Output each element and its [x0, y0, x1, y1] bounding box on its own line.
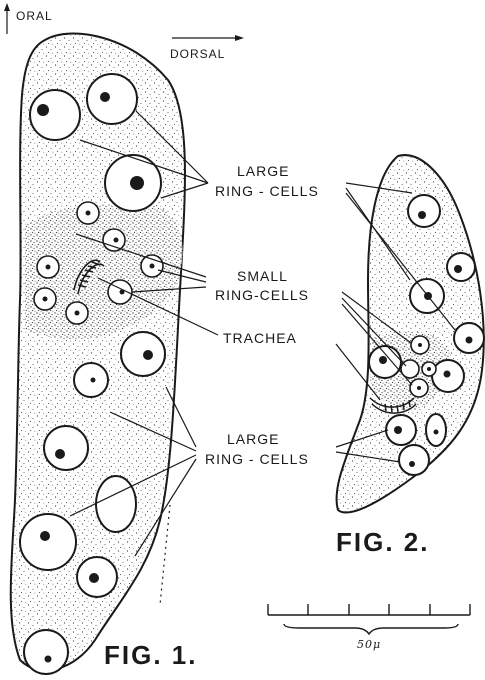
fig1-caption: FIG. 1. — [104, 640, 197, 670]
fig2-large-cell — [410, 279, 444, 313]
large-ring-cells-top-line1: LARGE — [237, 163, 289, 179]
fig1-small-cell — [66, 302, 88, 324]
fig1-small-cell — [141, 255, 163, 277]
oral-label: ORAL — [16, 9, 53, 23]
trachea-label: TRACHEA — [223, 330, 297, 346]
fig1-large-cell — [24, 630, 68, 674]
fig2-large-cell — [399, 445, 429, 475]
large-ring-cells-bottom-line1: LARGE — [227, 431, 279, 447]
fig1-large-cell — [77, 557, 117, 597]
fig1-large-cell — [44, 426, 88, 470]
large-ring-cells-top-line2: RING - CELLS — [215, 183, 319, 199]
fig1-large-cell — [105, 155, 161, 211]
dorsal-arrow — [172, 35, 244, 41]
fig2-large-cell — [426, 414, 446, 446]
fig1-large-cell — [20, 514, 76, 570]
fig2-small-cell — [422, 362, 436, 376]
large-ring-cells-bottom-line2: RING - CELLS — [205, 451, 309, 467]
fig1-small-cell — [37, 256, 59, 278]
fig1-large-cell — [96, 476, 136, 532]
scale-bar — [268, 604, 470, 634]
dorsal-label: DORSAL — [170, 47, 225, 61]
scale-bar-label: 50μ — [357, 638, 381, 651]
fig2-small-cell — [411, 336, 429, 354]
fig2-small-cell — [410, 379, 428, 397]
oral-arrow — [4, 3, 10, 34]
fig1-large-cell — [74, 363, 108, 397]
fig1-large-cell — [30, 90, 80, 140]
fig2-large-cell — [408, 195, 440, 227]
small-ring-cells-line2: RING-CELLS — [215, 287, 309, 303]
fig1-small-cell — [103, 229, 125, 251]
fig2-caption: FIG. 2. — [336, 527, 429, 557]
fig2-large-cell — [447, 253, 475, 281]
small-ring-cells-line1: SMALL — [237, 268, 288, 284]
fig1-large-cell — [87, 74, 137, 124]
fig2-large-cell — [454, 323, 484, 353]
fig1-small-cell — [34, 288, 56, 310]
fig2-large-cell — [432, 360, 464, 392]
fig1-small-cell — [77, 202, 99, 224]
fig2-large-cell — [369, 346, 401, 378]
fig1-large-cell — [121, 332, 165, 376]
fig2-large-cell — [386, 415, 416, 445]
